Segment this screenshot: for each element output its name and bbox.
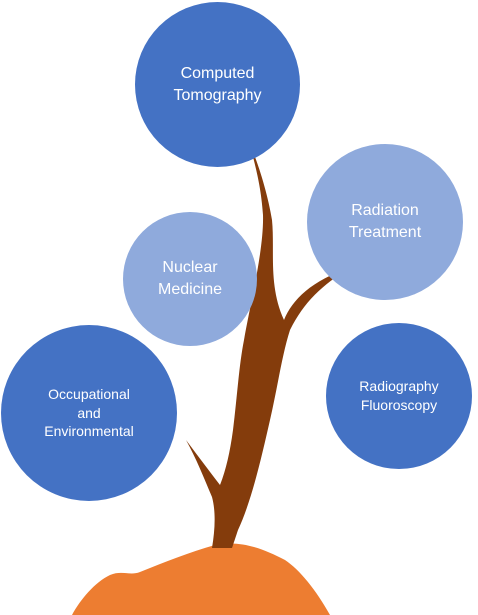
node-computed-tomography: Computed Tomography (135, 2, 300, 167)
node-radiography-fluoroscopy: Radiography Fluoroscopy (326, 323, 472, 469)
node-label-line: Radiography (359, 378, 439, 395)
node-label-line: and (77, 404, 101, 421)
node-label-line: Fluoroscopy (360, 397, 438, 413)
ground-mound (72, 543, 330, 615)
node-occupational-environmental: Occupational and Environmental (1, 325, 177, 501)
node-label-line: Treatment (348, 224, 422, 241)
node-label-line: Medicine (157, 281, 223, 298)
node-label-line: Tomography (173, 86, 262, 104)
node-radiation-treatment: Radiation Treatment (307, 144, 463, 300)
node-label-line: Radiation (351, 202, 419, 220)
node-label-line: Environmental (44, 423, 134, 440)
tree-trunk (186, 145, 350, 548)
node-label-line: Occupational (48, 385, 130, 402)
node-nuclear-medicine: Nuclear Medicine (123, 212, 257, 346)
node-label-line: Nuclear (162, 259, 218, 277)
node-label-line: Computed (180, 64, 255, 82)
